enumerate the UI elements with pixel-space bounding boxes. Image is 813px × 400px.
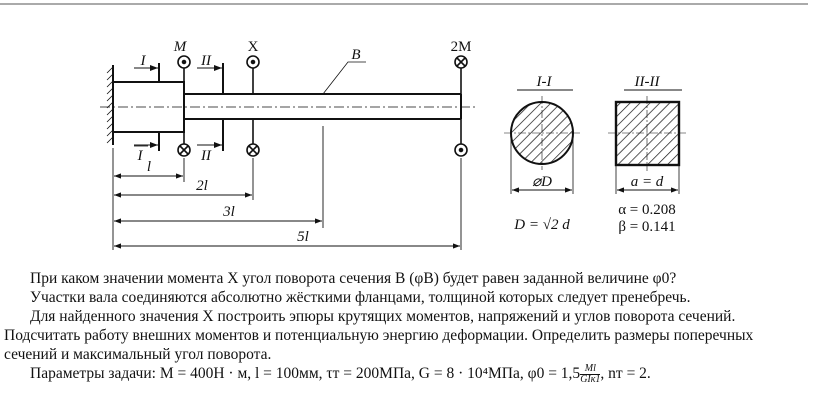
section-B-label: B: [351, 47, 360, 63]
dim-3l-label: 3l: [222, 204, 235, 220]
cut-II-label-bottom: II: [200, 148, 212, 164]
section-cut-II: [197, 63, 224, 151]
moment-2M-label: 2M: [451, 39, 472, 55]
text-line-1: При каком значении момента X угол поворо…: [30, 270, 677, 287]
section-B-leader: [322, 61, 366, 95]
parameters-suffix: , nт = 2.: [600, 365, 651, 383]
text-line-2: Участки вала соединяются абсолютно жёстк…: [30, 289, 691, 306]
fraction-numerator: Ml: [580, 364, 601, 375]
section2-title: II-II: [634, 74, 661, 90]
text-line-5: сечений и максимальный угол поворота.: [4, 346, 272, 363]
dimension-lines: [112, 126, 462, 250]
cut-I-label-top: I: [140, 53, 147, 69]
text-line-4: Подсчитать работу внешних моментов и пот…: [4, 327, 754, 344]
parameters-text: Параметры задачи: M = 400Н · м, l = 100м…: [30, 365, 581, 383]
moment-X-label: X: [248, 39, 259, 55]
alpha-value: α = 0.208: [618, 202, 676, 218]
cut-I-label-bottom: I: [137, 148, 144, 164]
fixed-wall: [106, 65, 114, 145]
shaft-diagram: I I II II M X 2M B: [0, 3, 808, 250]
text-line-6: Параметры задачи: M = 400Н · м, l = 100м…: [30, 364, 651, 385]
dim-5l-label: 5l: [297, 229, 309, 245]
moment-2M-symbols: [454, 55, 468, 157]
section-cut-I: [134, 63, 160, 151]
cut-II-label-top: II: [200, 53, 212, 69]
moment-X-symbols: [246, 55, 260, 157]
section1-title: I-I: [536, 74, 553, 90]
dim-2l-label: 2l: [196, 178, 208, 194]
section-II-II: II-II a = d α = 0.208 β = 0.141: [608, 74, 686, 235]
fraction-denominator: GIк1: [580, 374, 601, 385]
section2-dim-label: a = d: [631, 174, 664, 190]
section1-formula: D = √2 d: [513, 217, 570, 233]
section-I-I: I-I ⌀D D = √2 d: [504, 74, 580, 233]
moment-M-label: M: [173, 39, 188, 55]
dim-l-label: l: [147, 159, 151, 175]
moment-M-symbols: [177, 55, 191, 157]
section1-dim-label: ⌀D: [532, 174, 552, 190]
text-line-3: Для найденного значения X построить эпюр…: [30, 308, 736, 325]
beta-value: β = 0.141: [618, 219, 675, 235]
